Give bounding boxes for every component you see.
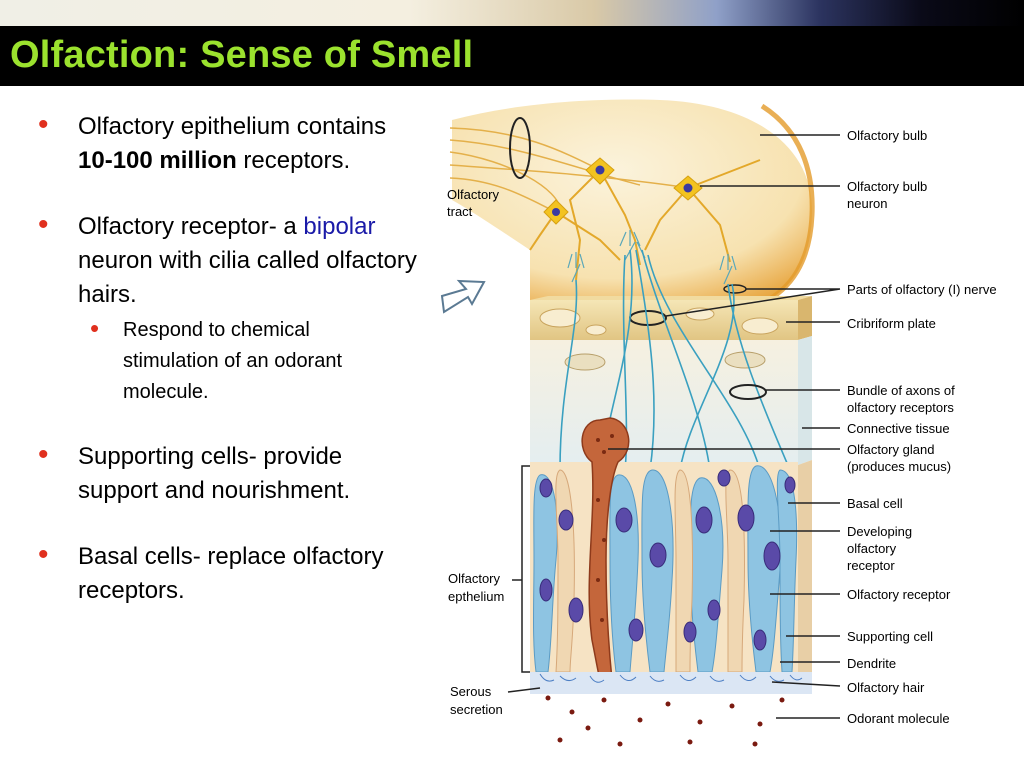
title-bar	[0, 26, 1024, 86]
serous-mucus-layer	[530, 672, 812, 694]
bullet-list: • Olfactory epithelium contains 10-100 m…	[38, 108, 448, 608]
label-olfactory-receptor: Olfactory receptor	[847, 587, 951, 602]
bulb-rim	[758, 103, 815, 307]
label-bulb-neuron-2: neuron	[847, 196, 887, 211]
epithelium-bracket	[521, 465, 530, 673]
gland-duct-hole	[564, 353, 606, 371]
label-supporting-cell: Supporting cell	[847, 629, 933, 644]
bullet-basal-cells: • Basal cells- replace olfactory recepto…	[38, 538, 384, 604]
label-developing-receptor-1: Developing	[847, 524, 912, 539]
leader-lines	[608, 134, 841, 719]
bullet-epithelium: • Olfactory epithelium contains 10-100 m…	[38, 108, 387, 174]
label-axon-bundle-1: Bundle of axons of	[847, 383, 955, 398]
label-olfactory-tract-2: tract	[447, 204, 473, 219]
label-axon-bundle-2: olfactory receptors	[847, 400, 954, 415]
label-connective-tissue: Connective tissue	[847, 421, 950, 436]
cell-nuclei	[539, 469, 796, 651]
bullet-dot-icon: •	[38, 208, 49, 241]
bulb-neuron-bodies	[543, 157, 703, 225]
gland-duct-hole-2	[724, 351, 766, 369]
slide-title: Olfaction: Sense of Smell	[10, 34, 474, 76]
label-basal-cell: Basal cell	[847, 496, 903, 511]
label-olfactory-epithelium-1: Olfactory	[448, 571, 501, 586]
label-olfactory-bulb: Olfactory bulb	[847, 128, 927, 143]
cribriform-foramina	[539, 307, 779, 336]
label-cribriform-plate: Cribriform plate	[847, 316, 936, 331]
label-bulb-neuron-1: Olfactory bulb	[847, 179, 927, 194]
bulb-neurons	[529, 159, 761, 281]
sub-bullet-respond: • Respond to chemical stimulation of an …	[90, 313, 343, 403]
odorant-molecules	[545, 695, 785, 747]
label-olfactory-gland-1: Olfactory gland	[847, 442, 934, 457]
olfactory-hairs	[539, 673, 803, 683]
label-olfactory-tract-1: Olfactory	[447, 187, 500, 202]
label-olfactory-gland-2: (produces mucus)	[847, 459, 951, 474]
bullet-dot-icon: •	[38, 538, 49, 571]
label-dendrite: Dendrite	[847, 656, 896, 671]
cribriform-side-face	[798, 296, 812, 340]
connective-side-face	[798, 336, 812, 465]
label-developing-receptor-2: olfactory	[847, 541, 897, 556]
serous-leader	[507, 687, 541, 693]
gland-cells	[596, 434, 614, 622]
bullet-dot-icon: •	[38, 108, 49, 141]
pointer-arrow-icon	[440, 279, 486, 314]
label-olfactory-epithelium-2: epthelium	[448, 589, 504, 604]
bullet-supporting-cells: • Supporting cells- provide support and …	[38, 438, 351, 504]
label-olfactory-hair: Olfactory hair	[847, 680, 925, 695]
label-odorant-molecule: Odorant molecule	[847, 711, 950, 726]
epithelium-side-face	[798, 460, 812, 676]
label-serous-secretion-1: Serous	[450, 684, 492, 699]
label-serous-secretion-2: secretion	[450, 702, 503, 717]
bullet-receptor: • Olfactory receptor- a bipolar neuron w…	[38, 208, 417, 308]
olfactory-bulb-shape	[452, 99, 812, 305]
bullet-dot-icon: •	[90, 313, 100, 343]
glomeruli	[567, 230, 737, 285]
bundle-ring	[729, 384, 767, 400]
label-developing-receptor-3: receptor	[847, 558, 895, 573]
label-olfactory-nerve: Parts of olfactory (I) nerve	[847, 282, 997, 297]
tract-ring	[509, 117, 531, 179]
decorative-header-strip	[0, 0, 1024, 26]
bullet-dot-icon: •	[38, 438, 49, 471]
cribriform-top-face	[530, 296, 812, 300]
